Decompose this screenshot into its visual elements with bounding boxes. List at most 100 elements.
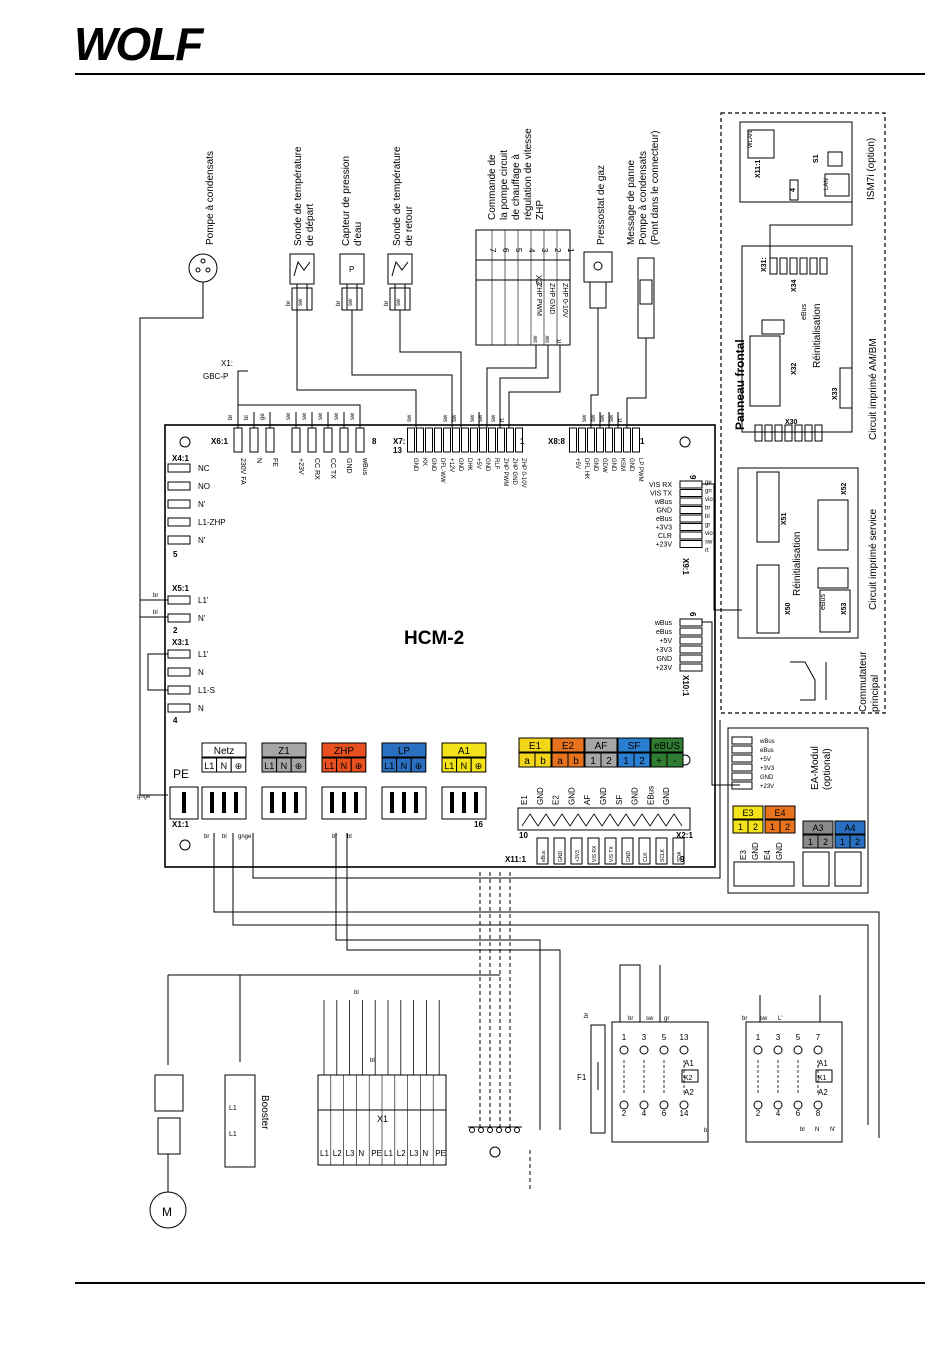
relay-k1-bottom-label: N' — [830, 1127, 835, 1133]
x1-group-header — [261, 742, 307, 758]
harness — [232, 833, 869, 1125]
relay-k1-bottom-label: bl — [800, 1127, 805, 1133]
x5-wire-label: bl — [153, 610, 158, 616]
x7-wire-label: sw — [491, 414, 497, 422]
relay-k1-top-terminal — [773, 1045, 783, 1055]
ambm-x34: X34 — [791, 279, 798, 292]
capteur-pression-body — [339, 253, 365, 285]
x7-pin — [506, 427, 514, 453]
pompe-condensats-plug — [188, 253, 218, 283]
x2-group-header — [617, 737, 651, 753]
x11-id: X11:1 — [505, 855, 526, 864]
fan-connector — [154, 1074, 184, 1112]
wlan-box — [747, 129, 775, 159]
x8-pin-label: GDW — [601, 458, 607, 473]
relay-k2-bottom-terminal — [619, 1100, 629, 1110]
pressostat-wire — [590, 308, 599, 412]
ea-title: (optional) — [822, 748, 833, 790]
x11-pin — [536, 837, 549, 865]
x1-group-header — [441, 742, 487, 758]
x2-group-pin-label: 2 — [639, 756, 645, 767]
x7-pin — [452, 427, 460, 453]
sonde-depart-symbol — [293, 260, 311, 277]
x9-end: 9 — [688, 475, 697, 480]
x9-pin-label: VIS TX — [650, 491, 672, 498]
x2-id: X2 — [534, 275, 543, 285]
message-panne-wire — [626, 338, 647, 412]
x1-id: X1:1 — [172, 820, 189, 829]
ambm-x30-pin — [774, 424, 783, 442]
x8-pin — [587, 427, 595, 453]
x6-pin — [265, 427, 275, 453]
relay-k1-name: K1 — [818, 1075, 827, 1082]
x6-pin — [323, 427, 333, 453]
x7-pin-label: GND — [484, 458, 490, 472]
relay-k1-bottom-terminal — [773, 1100, 783, 1110]
relay-k1-bottom-terminal — [753, 1100, 763, 1110]
relay-k2-bottom-pin: 4 — [642, 1109, 647, 1118]
x11-pin-label: SDA — [677, 851, 683, 862]
x1-lower-bl: bl — [370, 1058, 375, 1064]
x7-wire-label: sw — [478, 414, 484, 422]
x9-pin — [679, 506, 703, 514]
relay-k2-wire-label: br — [628, 1016, 633, 1022]
lan-box — [824, 173, 850, 197]
capteur-pression-wire-label: br — [336, 301, 342, 306]
x2-pin-num: 3 — [540, 248, 549, 253]
x6-pin-label: wBus — [361, 457, 368, 476]
relay-k2-top-terminal — [679, 1045, 689, 1055]
ea-pin-label: +5V — [760, 757, 771, 763]
relay-k2-a2: A2 — [684, 1088, 694, 1097]
ea-group-pin — [747, 819, 764, 834]
fuse-wire-label: br — [584, 1013, 590, 1018]
main-switch — [790, 661, 816, 701]
ea-pin-label: wBus — [759, 739, 775, 745]
x7-pin — [407, 427, 415, 453]
footer-rule — [75, 1282, 925, 1284]
relay-k1-a2: A2 — [818, 1088, 828, 1097]
x6-pin — [307, 427, 317, 453]
ism-x11-label: X11:1 — [755, 160, 762, 178]
x10-pin — [679, 636, 703, 645]
x1-group-pin-label: ⊕ — [355, 761, 363, 771]
ambm-label: Circuit imprimé AM/BM — [868, 338, 879, 440]
harness — [252, 720, 721, 879]
x10-pin — [679, 627, 703, 636]
x3-link — [147, 653, 168, 691]
x7-pin-label: DHK — [466, 458, 472, 471]
service-x51-conn — [756, 471, 780, 543]
x2-pin-num: 2 — [553, 248, 562, 253]
x1-group-pin-label: L1 — [324, 761, 334, 771]
relay-k2-top-terminal — [639, 1045, 649, 1055]
x8-wire-label: sw — [609, 414, 615, 422]
ea-group-pin-label: 1 — [808, 837, 813, 847]
relay-k2-a1: A1 — [684, 1059, 694, 1068]
x4-pin — [167, 535, 191, 545]
x2-group-pin — [666, 752, 684, 768]
x3-end: 4 — [173, 716, 178, 725]
ea-pin — [731, 754, 753, 763]
ambm-x30-pin — [784, 424, 793, 442]
lan-label: LAN — [824, 178, 830, 190]
x1-end: 16 — [474, 820, 483, 829]
x6-wire-label: br — [228, 415, 234, 420]
relay-k1-bottom-pin: 2 — [756, 1109, 761, 1118]
relay-k2-top-pin: 13 — [680, 1033, 689, 1042]
ambm-ism-bundle — [769, 190, 853, 258]
x7-pin-label: ZHP 0-10V — [520, 458, 526, 488]
commande-pompe-label: Commande de — [487, 154, 498, 220]
x8-wire-label: sw — [591, 414, 597, 422]
x1-group-label: A1 — [458, 746, 471, 757]
fuse-label: F1 — [577, 1073, 587, 1082]
x9-pin-label: eBus — [656, 516, 672, 523]
x1-group-pin-label: ⊕ — [475, 761, 483, 771]
harness — [346, 833, 561, 1130]
sonde-depart-wire-label: sw — [298, 298, 304, 306]
x2-start: 10 — [519, 831, 528, 840]
x4-pin — [167, 517, 191, 527]
x2-terminal-label: E2 — [552, 795, 561, 805]
ism-s1-switch — [827, 151, 843, 167]
x2-springs — [521, 813, 683, 827]
x1-wire-label: br — [332, 834, 337, 840]
x7-pin-label: KK — [421, 458, 427, 466]
